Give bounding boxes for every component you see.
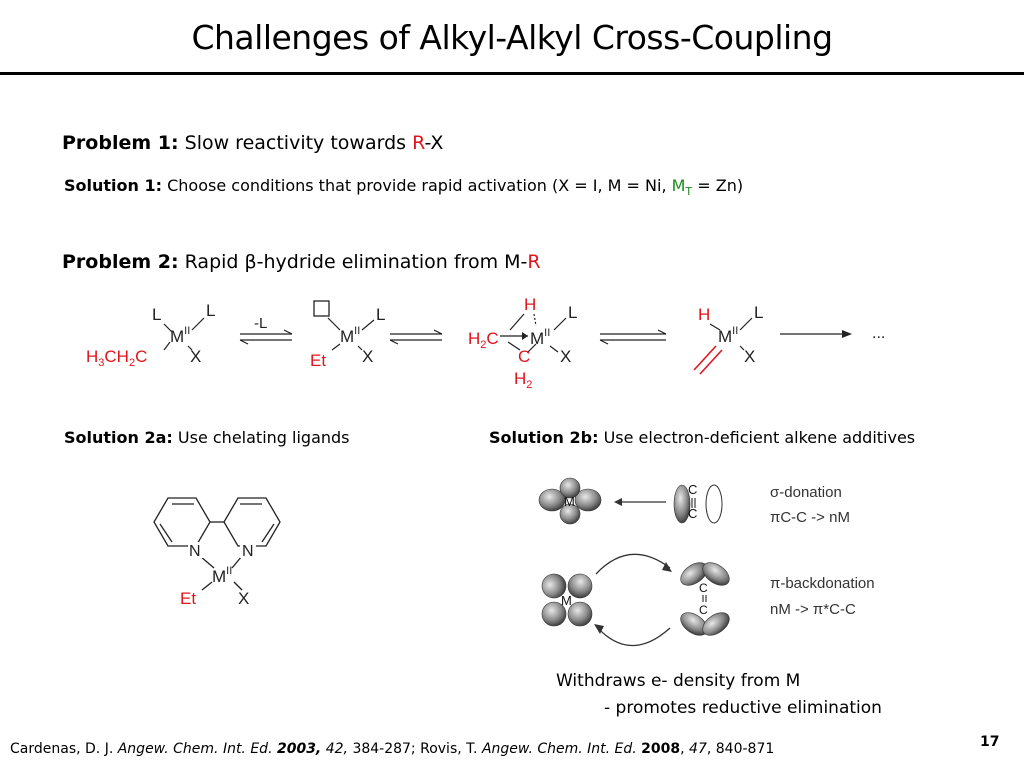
pi-backdonation-detail: nM -> π*C-C: [770, 601, 856, 618]
citation-year-1: 2003,: [276, 741, 322, 757]
citation-pages-1: 384-287; Rovis, T.: [352, 741, 478, 757]
solution-2a: Solution 2a: Use chelating ligands: [64, 428, 350, 447]
problem-2-label: Problem 2:: [62, 251, 179, 273]
svg-text:N: N: [242, 543, 254, 560]
withdraws-line-1: Withdraws e- density from M: [556, 671, 801, 691]
solution-2a-label: Solution 2a:: [64, 428, 173, 447]
solution-1: Solution 1: Choose conditions that provi…: [64, 176, 743, 198]
pi-backdonation-label: π-backdonation: [770, 575, 875, 592]
citation-author-1: Cardenas, D. J.: [10, 741, 114, 757]
solution-1-highlight: M: [671, 176, 686, 195]
solution-2b-label: Solution 2b:: [489, 428, 599, 447]
metal-d-orbital-top: M: [538, 477, 602, 525]
svg-text:Et: Et: [180, 589, 196, 608]
page-number: 17: [980, 734, 1000, 750]
citation-volume-2: 47: [689, 741, 707, 757]
solution-1-text-end: = Zn): [692, 176, 744, 195]
ellipsis: ...: [872, 325, 885, 342]
svg-text:L: L: [152, 305, 161, 324]
svg-text:C: C: [699, 581, 708, 595]
sigma-donation-detail: πC-C -> nM: [770, 509, 850, 526]
species-3-agostic-intermediate: H L H2C MII C X H2: [468, 295, 577, 391]
svg-text:L: L: [568, 303, 577, 322]
svg-text:C: C: [699, 603, 708, 617]
withdraws-line-2: - promotes reductive elimination: [604, 698, 882, 718]
problem-1-text-end: -X: [424, 132, 444, 154]
bipyridine-metal-complex: N N MII Et X: [153, 497, 281, 608]
svg-text:L: L: [376, 305, 385, 324]
alkene-pi-star-orbital: C C: [680, 562, 730, 636]
beta-hydride-mechanism-scheme: L L MII X H3CH2C -L L MII X Et H L: [86, 295, 885, 391]
sigma-donation-label: σ-donation: [770, 484, 842, 501]
metal-d-orbital-bottom: M: [541, 573, 593, 627]
slide-title: Challenges of Alkyl-Alkyl Cross-Coupling: [191, 18, 833, 57]
svg-text:C: C: [688, 482, 697, 497]
species-2-vacant-site-complex: L MII X Et: [310, 300, 385, 370]
svg-text:MII: MII: [718, 325, 738, 346]
step-label-minus-l: -L: [254, 315, 267, 332]
svg-text:M: M: [564, 494, 575, 509]
citation-journal-1: Angew. Chem. Int. Ed.: [117, 741, 273, 757]
svg-text:X: X: [560, 347, 571, 366]
solution-2b: Solution 2b: Use electron-deficient alke…: [489, 428, 915, 447]
svg-text:X: X: [744, 347, 755, 366]
citation-year-2: 2008: [641, 741, 681, 757]
equilibrium-arrow-1: -L: [239, 315, 293, 345]
citation: Cardenas, D. J. Angew. Chem. Int. Ed. 20…: [10, 741, 775, 757]
alkene-pi-orbital: C C: [673, 482, 723, 524]
svg-text:Et: Et: [310, 351, 326, 370]
species-4-hydride-alkene-complex: H L MII X: [693, 303, 763, 375]
equilibrium-arrow-2: [389, 329, 443, 345]
solution-2a-text: Use chelating ligands: [177, 428, 350, 447]
svg-text:C: C: [688, 506, 697, 521]
citation-journal-2: Angew. Chem. Int. Ed.: [481, 741, 637, 757]
svg-text:MII: MII: [170, 325, 190, 346]
citation-volume-1: 42,: [325, 741, 348, 757]
svg-text:H3CH2C: H3CH2C: [86, 347, 147, 369]
solution-1-highlight-sub: T: [685, 185, 693, 199]
problem-2-highlight: R: [527, 251, 541, 273]
svg-text:L: L: [754, 303, 763, 322]
problem-2-text: Rapid β-hydride elimination from M-: [184, 251, 528, 273]
svg-text:M: M: [561, 593, 572, 608]
solution-1-label: Solution 1:: [64, 176, 163, 195]
svg-text:X: X: [238, 589, 249, 608]
svg-text:H2: H2: [514, 369, 532, 391]
citation-pages-2: , 840-871: [706, 741, 775, 757]
solution-1-text: Choose conditions that provide rapid act…: [167, 176, 672, 195]
svg-text:C: C: [518, 347, 530, 366]
orbital-interaction-diagram: M C C σ-donation πC-C -> nM M C C π-back…: [538, 477, 875, 647]
svg-text:L: L: [206, 301, 215, 320]
problem-1-highlight: R: [412, 132, 425, 154]
problem-1-text: Slow reactivity towards: [184, 132, 413, 154]
svg-text:H: H: [524, 295, 536, 314]
problem-1: Problem 1: Slow reactivity towards R-X: [62, 132, 443, 154]
svg-text:MII: MII: [212, 565, 232, 586]
equilibrium-arrow-3: [599, 329, 667, 345]
svg-text:H: H: [698, 305, 710, 324]
species-1-alkyl-complex: L L MII X H3CH2C: [86, 301, 215, 369]
svg-text:MII: MII: [340, 325, 360, 346]
problem-2: Problem 2: Rapid β-hydride elimination f…: [62, 251, 541, 273]
svg-text:X: X: [190, 347, 201, 366]
svg-text:N: N: [189, 543, 201, 560]
forward-arrow: [780, 330, 852, 338]
svg-text:X: X: [362, 347, 373, 366]
problem-1-label: Problem 1:: [62, 132, 179, 154]
solution-2b-text: Use electron-deficient alkene additives: [603, 428, 916, 447]
svg-text:H2C: H2C: [468, 329, 499, 351]
svg-text:MII: MII: [530, 327, 550, 348]
title-divider: [0, 72, 1024, 75]
